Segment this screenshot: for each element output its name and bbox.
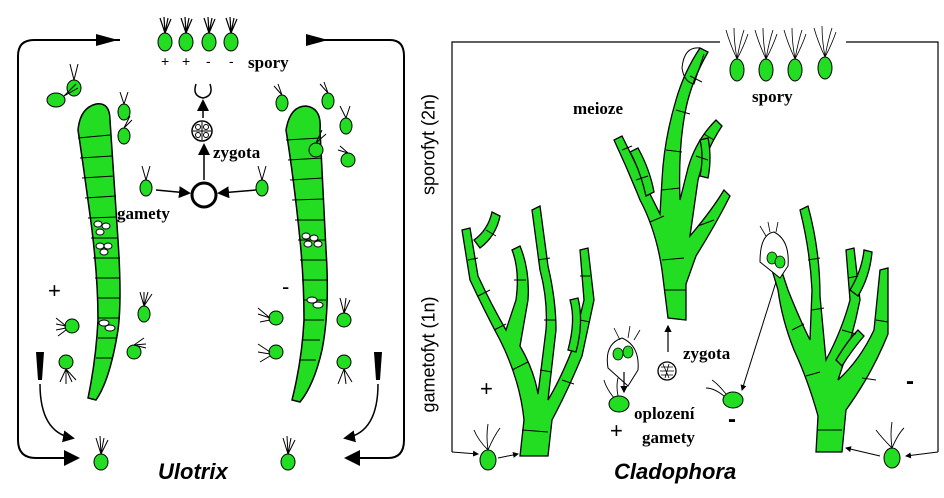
ulotrix-title: Ulotrix [158, 459, 228, 484]
ulotrix-zoospore-flagella [55, 63, 353, 455]
cladophora-arrow-left-gamete [497, 452, 519, 459]
ulotrix-spore-sign-3: - [206, 53, 211, 69]
cladophora-arrow-right-bottom [845, 446, 881, 457]
ulotrix-minus-label: - [282, 274, 290, 299]
cladophora-spores [729, 56, 833, 82]
ulotrix-spore-sign-4: - [229, 53, 234, 69]
cladophora-zygota-label: zygota [683, 344, 731, 363]
ulotrix-arrow-br [343, 383, 379, 443]
ulotrix-zygota-label: zygota [213, 143, 261, 162]
ulotrix-sporangium-right [374, 352, 382, 380]
cladophora-spore-flagella [725, 25, 837, 60]
ulotrix-spore-sign-1: + [161, 53, 170, 69]
cladophora-gamete-flagella [473, 377, 905, 451]
cladophora-gamety-label: gamety [642, 428, 695, 447]
ulotrix-zygote-icon [191, 120, 213, 142]
cladophora-arrow-frame-right [905, 451, 939, 459]
cladophora-minus-right: - [906, 368, 914, 395]
ulotrix-gametangium-left [93, 220, 116, 332]
cladophora-arrow-frame-left [451, 450, 479, 457]
ulotrix-zygote-fusion [190, 181, 218, 209]
ulotrix-cycle-frame [17, 39, 405, 459]
cladophora-gametophyte-right-septa [791, 257, 889, 431]
cladophora-spory-label: spory [752, 87, 793, 106]
cladophora-gametangium-left [606, 325, 641, 387]
cladophora-gametophyte-left [461, 205, 595, 457]
ulotrix-plus-label: + [48, 278, 61, 303]
cladophora-title: Cladophora [614, 459, 737, 484]
ulotrix-spores [157, 32, 239, 52]
cladophora-gametophyte-left-septa [467, 229, 591, 433]
ulotrix-meiosis-loop [194, 83, 212, 99]
cladophora-sporofyt-label: sporofyt (2n) [418, 93, 439, 196]
cladophora-plus-center: + [610, 418, 623, 443]
ulotrix-frame-arrow-left [96, 34, 118, 46]
cladophora-panel [451, 25, 939, 471]
ulotrix-spore-sign-2: + [182, 53, 191, 69]
cladophora-gametangium-right [759, 221, 789, 279]
cladophora-minus-center: - [728, 406, 736, 433]
ulotrix-arrow-bl [39, 383, 75, 443]
cladophora-arrow-right-gamete [740, 281, 777, 391]
ulotrix-panel [17, 16, 405, 471]
cladophora-gametophyte-right [771, 205, 889, 453]
cladophora-cycle-frame [451, 41, 939, 452]
ulotrix-spore-flagella [159, 16, 238, 34]
cladophora-meiosis-sporangium [681, 47, 705, 85]
ulotrix-spory-label: spory [248, 53, 289, 72]
ulotrix-filament-left [77, 103, 121, 401]
cladophora-gametofyt-label: gametofyt (1n) [418, 296, 439, 413]
cladophora-plus-left: + [480, 376, 493, 401]
cladophora-gametes [479, 391, 901, 471]
ulotrix-arrow-gamete-left [155, 186, 191, 199]
cladophora-oplozeni-label: oplození [634, 404, 695, 423]
cladophora-meioze-label: meioze [573, 99, 624, 118]
ulotrix-sporangium-left [36, 352, 44, 380]
ulotrix-gamety-label: gamety [117, 204, 170, 223]
cladophora-sporophyte [613, 47, 731, 321]
cladophora-zygote-icon [657, 361, 677, 381]
ulotrix-frame-arrow-right [306, 34, 328, 46]
ulotrix-arrow-gamete-right [217, 186, 257, 199]
ulotrix-gametangium-right [301, 232, 324, 309]
ulotrix-filament-left-septa [77, 134, 120, 359]
cladophora-sporophyte-septa [621, 75, 715, 291]
